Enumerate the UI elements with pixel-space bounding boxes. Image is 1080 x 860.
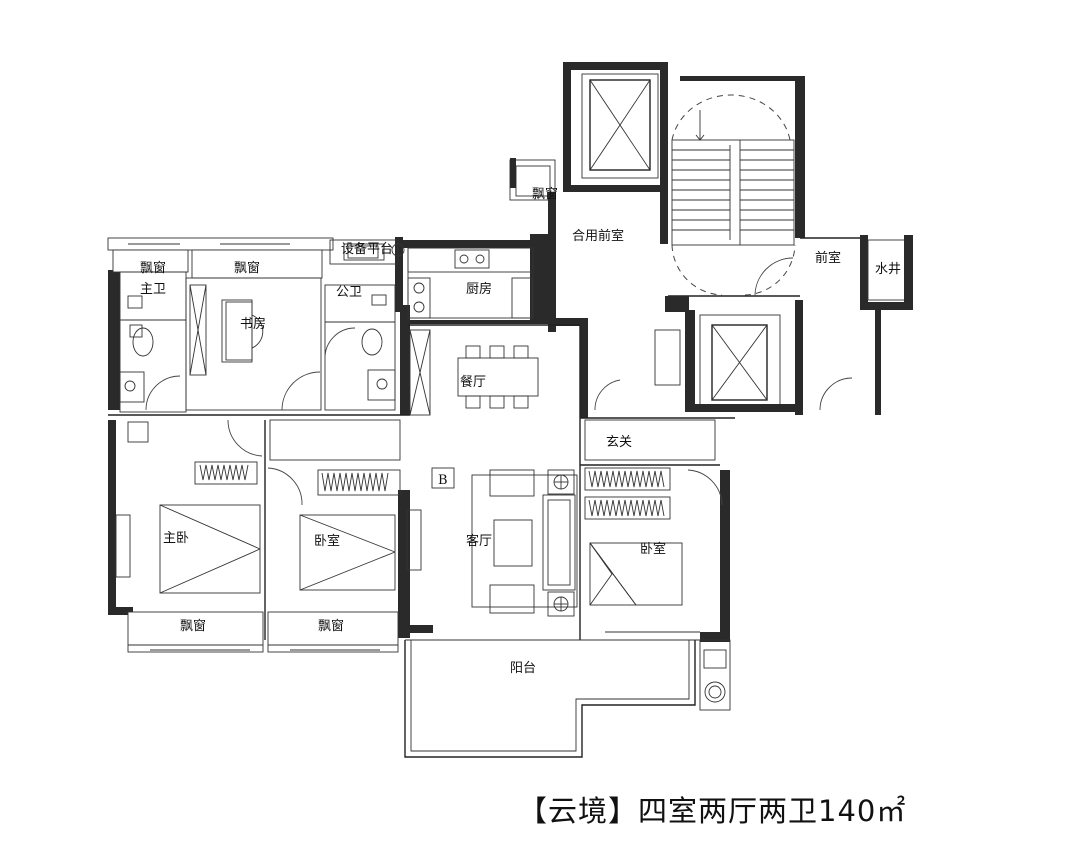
unit-outer-walls <box>107 234 730 642</box>
label-front-room: 前室 <box>815 250 841 266</box>
top-bay-windows <box>112 239 399 279</box>
room-labels: 飘窗 合用前室 前室 水井 飘窗 飘窗 设备平台 主卫 书房 公卫 厨房 餐厅 … <box>140 186 901 676</box>
master-bedroom <box>115 419 263 594</box>
label-study: 书房 <box>240 316 266 332</box>
label-middle-bedroom: 卧室 <box>314 533 340 549</box>
label-balcony: 阳台 <box>510 661 536 676</box>
label-bay-window-master-bath: 飘窗 <box>140 260 166 276</box>
elevator-shaft-bottom <box>654 310 797 412</box>
label-shared-lobby: 合用前室 <box>572 228 624 244</box>
label-dining: 餐厅 <box>460 374 486 390</box>
plan-caption: 【云境】四室两厅两卫140㎡ <box>518 794 907 828</box>
right-bedroom <box>584 467 723 633</box>
label-equipment-platform: 设备平台 <box>341 241 393 257</box>
label-type-marker: B <box>438 473 448 488</box>
dining-table <box>457 345 539 409</box>
label-bay-window-bottom-mid: 飘窗 <box>318 618 344 634</box>
front-room-walls <box>594 235 913 415</box>
middle-bedroom <box>267 467 422 591</box>
living-room <box>431 467 578 617</box>
label-foyer: 玄关 <box>606 435 632 450</box>
label-right-bedroom: 卧室 <box>640 541 666 557</box>
balcony-fixtures <box>699 639 731 711</box>
stair <box>671 94 796 296</box>
public-bath <box>324 284 396 411</box>
equipment-platform <box>347 243 405 259</box>
label-bay-window-shared: 飘窗 <box>532 186 558 202</box>
core-walls <box>563 62 805 238</box>
label-bay-window-bottom-left: 飘窗 <box>180 618 206 634</box>
dining-side-cabinet <box>409 329 431 416</box>
elevator-shaft-top <box>581 73 659 179</box>
label-bay-window-study: 飘窗 <box>234 260 260 276</box>
shared-lobby-walls <box>548 192 803 418</box>
label-master-bedroom: 主卧 <box>163 531 189 546</box>
label-public-bath: 公卫 <box>336 285 362 300</box>
bottom-bay-windows <box>127 611 399 653</box>
label-master-bath: 主卫 <box>140 282 166 297</box>
label-kitchen: 厨房 <box>466 281 492 297</box>
kitchen <box>407 247 580 326</box>
label-living: 客厅 <box>466 533 492 549</box>
label-water-well: 水井 <box>875 262 901 277</box>
balcony <box>404 639 700 758</box>
bay-window-shared <box>509 158 556 201</box>
study <box>185 277 322 411</box>
interior-partitions <box>108 325 735 640</box>
